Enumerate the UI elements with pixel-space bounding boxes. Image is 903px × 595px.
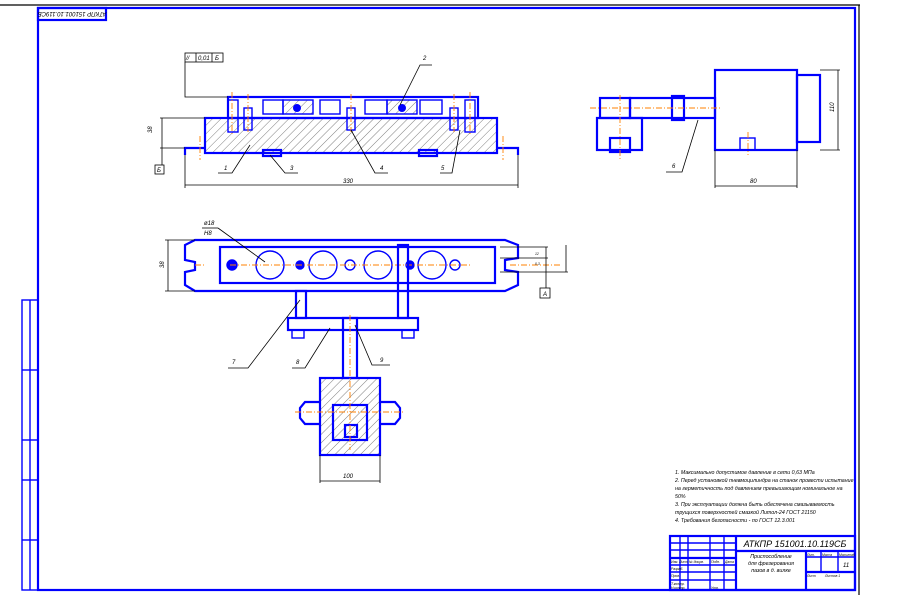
dim-bore-bottom: H8 <box>204 231 212 237</box>
dim-front-length: 330 <box>343 179 354 185</box>
tb-row-check: Пров. <box>671 574 680 578</box>
pos-3: 3 <box>290 166 294 172</box>
pos-2: 2 <box>422 56 427 62</box>
note-4: 4. Требования безопасности - по ГОСТ 12.… <box>675 518 795 524</box>
dim-slot-1: 12 <box>535 252 539 256</box>
note-1: 1. Максимально допустимое давление в сет… <box>675 470 815 476</box>
pos-7: 7 <box>232 360 236 366</box>
tb-row-doc: № докум. <box>689 560 704 564</box>
tb-sheet-header: Лист <box>806 574 816 578</box>
sheet-frame: АТКПР 151001.10.119СБ <box>0 4 860 595</box>
tb-row-dev: Разраб. <box>671 567 683 571</box>
pos-6: 6 <box>672 164 676 170</box>
dim-front-height: 38 <box>148 126 154 133</box>
plan-view: 38 ø18 H8 12 0,3 А 100 7 8 <box>160 221 568 483</box>
dim-cylinder-width: 100 <box>343 474 354 480</box>
pos-5: 5 <box>441 166 445 172</box>
pos-4: 4 <box>380 166 384 172</box>
title-block: Изм. Лист № докум. Подп. Дата Разраб. Пр… <box>668 534 857 592</box>
tb-mass-header: Масса <box>822 553 832 557</box>
drawing-designation: АТКПР 151001.10.119СБ <box>743 539 847 549</box>
drawing-name-line-3: пазов в д. вилке <box>751 568 791 574</box>
datum-a-label: А <box>542 292 547 298</box>
tb-sheet-value: 11 <box>843 563 849 569</box>
tb-row-tcontrol: Т.контр. <box>671 582 685 586</box>
dim-bore-top: ø18 <box>204 221 215 227</box>
dim-slot-2: 0,3 <box>535 262 540 266</box>
tolerance-value: 0,01 <box>198 56 210 62</box>
pos-9: 9 <box>380 358 384 364</box>
datum-b-label: Б <box>157 168 161 174</box>
pos-1: 1 <box>224 166 227 172</box>
tb-sheets-header: Листов 1 <box>824 574 840 578</box>
drawing-name-line-1: Приспособление <box>750 554 791 560</box>
drawing-name-line-2: для фрезерования <box>748 561 794 567</box>
left-margin-strip <box>21 299 39 591</box>
dim-plan-width: 38 <box>160 261 166 268</box>
note-2b: на герметичность под давлением превышающ… <box>675 486 843 492</box>
technical-notes: 1. Максимально допустимое давление в сет… <box>674 470 854 524</box>
tolerance-symbol: // <box>185 56 191 62</box>
dim-side-width: 80 <box>750 179 757 185</box>
tb-row-date: Дата <box>724 560 734 564</box>
pos-8: 8 <box>296 360 300 366</box>
side-view: 110 80 6 <box>590 68 840 188</box>
tb-row-ncontrol: Н.контр. <box>671 586 685 590</box>
tolerance-datum: Б <box>215 56 219 62</box>
tb-row-approve: Утв. <box>711 586 719 590</box>
note-2: 2. Перед установкой пневмоцилиндра на ст… <box>674 477 854 484</box>
tb-row-change: Изм. Лист <box>671 560 688 564</box>
tb-scale-header: Масштаб <box>839 553 855 557</box>
note-3b: трущихся поверхностей смазкой Литол-24 Г… <box>675 509 816 516</box>
note-2c: 50% <box>675 494 686 500</box>
front-section-view: 330 38 Б // 0,01 Б 2 1 3 4 5 <box>148 52 520 188</box>
corner-stamp-text: АТКПР 151001.10.119СБ <box>38 10 108 16</box>
dim-side-height: 110 <box>830 102 836 112</box>
corner-stamp-box <box>36 6 108 22</box>
tb-row-sign: Подп. <box>711 560 720 564</box>
tb-letter-header: Лит. <box>806 553 815 557</box>
note-3: 3. При эксплуатации должна быть обеспече… <box>675 502 835 508</box>
